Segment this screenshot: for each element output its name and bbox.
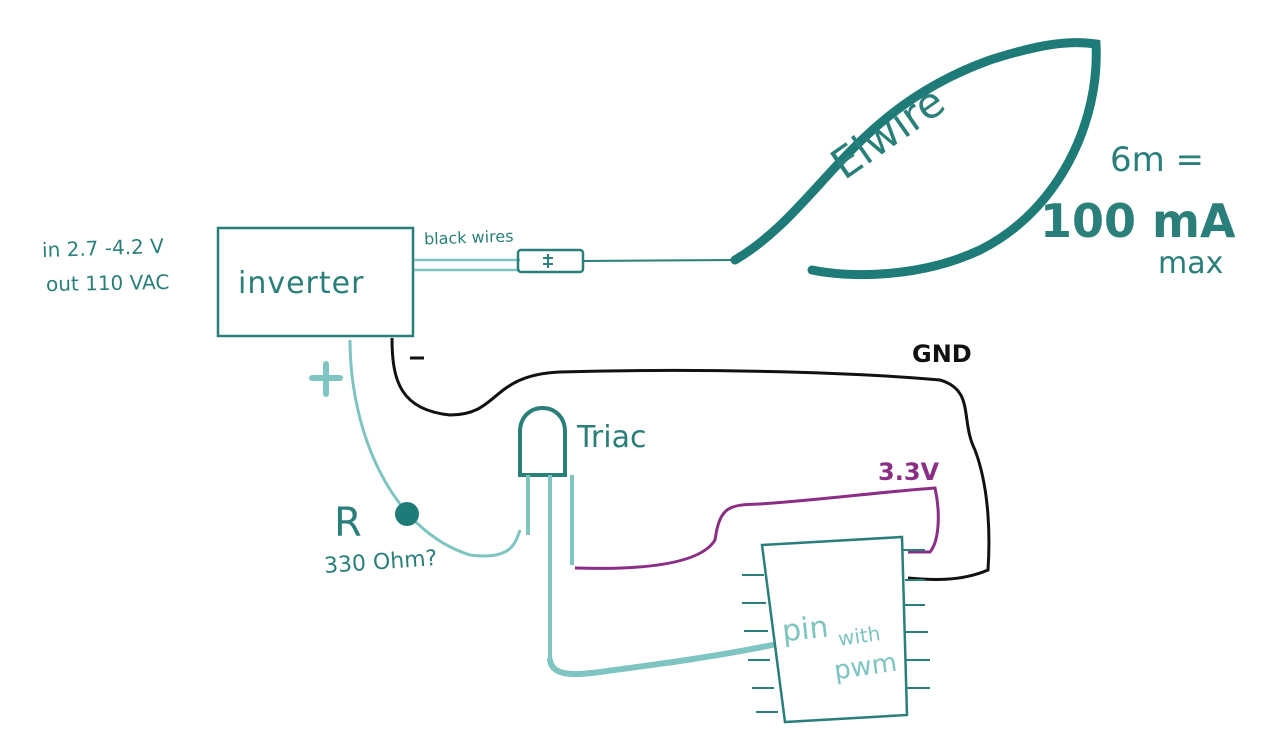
mcu-right-pins [903, 549, 930, 689]
triac-label: Triac [577, 420, 647, 455]
output-spec: out 110 VAC [45, 269, 170, 297]
elwire-spec-line2: 100 mA [1040, 194, 1236, 248]
plus-wire [348, 339, 522, 558]
pin-label-line1: pin [780, 609, 831, 650]
elwire-spec-line1: 6m = [1110, 140, 1205, 180]
connector-mark [543, 254, 553, 268]
black-wires-label: black wires [423, 226, 514, 249]
resistor-dot [395, 502, 419, 526]
plus-mark [309, 361, 343, 397]
gnd-wire [390, 337, 991, 582]
v33-label: 3.3V [878, 458, 940, 486]
inverter-box [216, 226, 415, 338]
elwire-spec-line3: max [1158, 246, 1224, 281]
pwm-wire [547, 642, 775, 677]
input-spec: in 2.7 -4.2 V [41, 233, 165, 263]
mcu-board [760, 535, 909, 724]
wire-connector [516, 248, 585, 274]
triac-legs [526, 475, 574, 660]
resistor-label: R [334, 500, 362, 546]
v33-wire [574, 486, 940, 570]
elwire-loop [730, 38, 1101, 280]
black-wires [414, 258, 520, 272]
mcu-left-pins [742, 574, 778, 713]
elwire-feed [582, 259, 736, 262]
gnd-label: GND [912, 340, 972, 368]
triac-body [518, 406, 567, 477]
inverter-label: inverter [238, 266, 365, 301]
